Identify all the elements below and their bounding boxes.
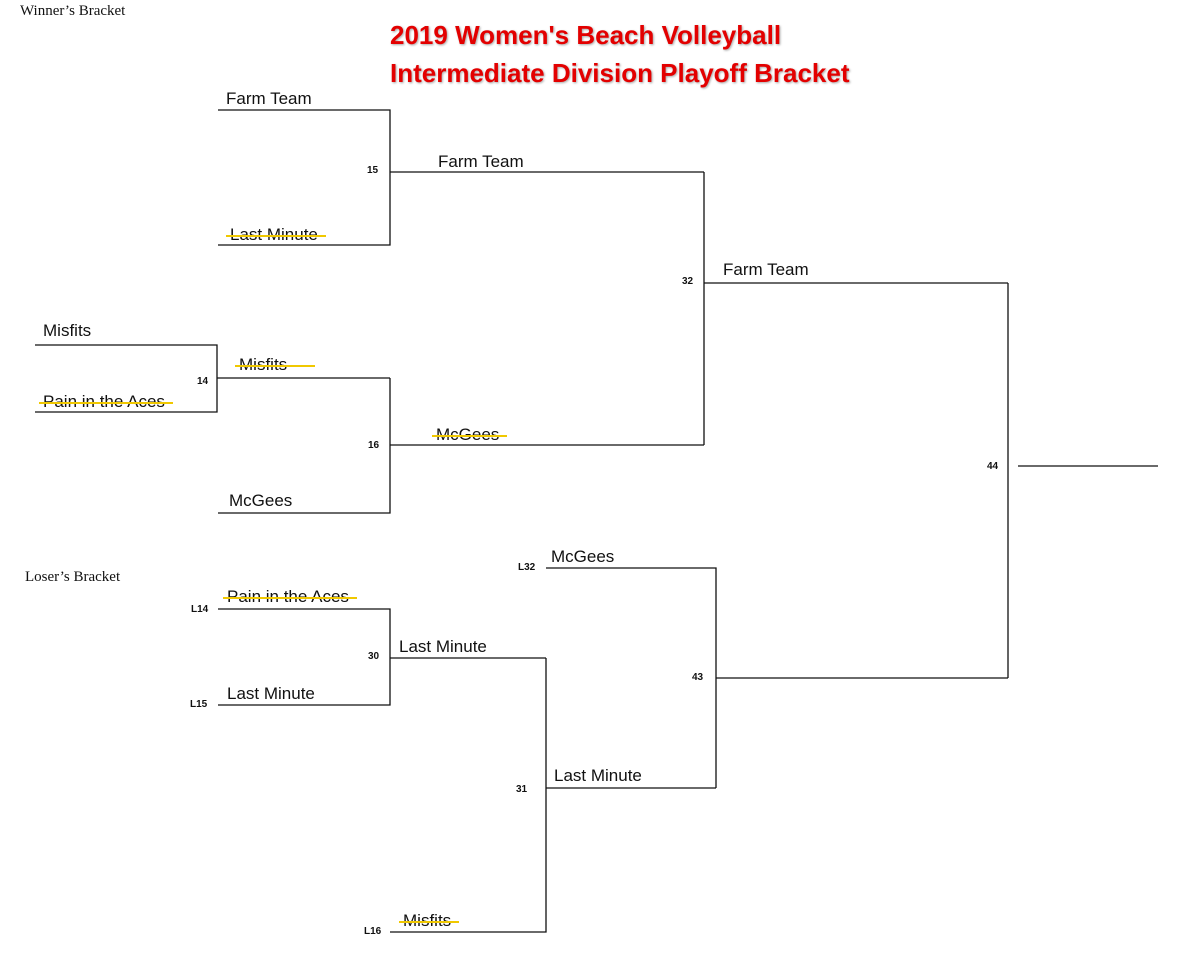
team-slot: McGees <box>229 491 293 510</box>
game-number: 15 <box>367 165 379 176</box>
game-number: L14 <box>191 604 209 615</box>
team-slot: Last Minute <box>399 637 487 656</box>
game-number: L16 <box>364 926 382 937</box>
game-number: L32 <box>518 562 536 573</box>
game-number: L15 <box>190 699 208 710</box>
match-44-lines <box>1007 283 1158 678</box>
game-number: 43 <box>692 672 704 683</box>
team-slot: Farm Team <box>723 260 809 279</box>
game-number: 30 <box>368 651 380 662</box>
match-14-lines <box>35 344 390 413</box>
team-slot-eliminated: Last Minute <box>226 225 326 244</box>
match-31-lines <box>390 658 716 933</box>
team-slot-eliminated: Misfits <box>398 911 460 930</box>
title-line-2: Intermediate Division Playoff Bracket <box>390 58 850 88</box>
team-slot-eliminated: Misfits <box>234 355 316 375</box>
team-slot-eliminated: Pain in the Aces <box>39 392 173 411</box>
game-number: 44 <box>987 461 999 472</box>
game-number: 31 <box>516 784 528 795</box>
match-30-lines <box>218 608 546 706</box>
team-slot: Misfits <box>43 321 92 340</box>
match-16-lines <box>218 378 704 514</box>
team-slot: Last Minute <box>227 684 315 703</box>
losers-bracket-heading: Loser’s Bracket <box>25 569 121 585</box>
match-15-lines <box>218 109 704 246</box>
team-slot: Last Minute <box>554 766 642 785</box>
game-number: 14 <box>197 376 209 387</box>
team-slot: Farm Team <box>438 152 524 171</box>
team-slot: McGees <box>551 547 615 566</box>
team-slot: Farm Team <box>226 89 312 108</box>
match-43-lines <box>546 567 1008 788</box>
game-number: 16 <box>368 440 380 451</box>
title-line-1: 2019 Women's Beach Volleyball <box>390 20 782 50</box>
team-slot-eliminated: McGees <box>431 425 508 444</box>
winners-bracket-heading: Winner’s Bracket <box>20 3 126 19</box>
team-slot-eliminated: Pain in the Aces <box>223 587 357 606</box>
game-number: 32 <box>682 276 694 287</box>
match-32-lines <box>703 172 1008 445</box>
